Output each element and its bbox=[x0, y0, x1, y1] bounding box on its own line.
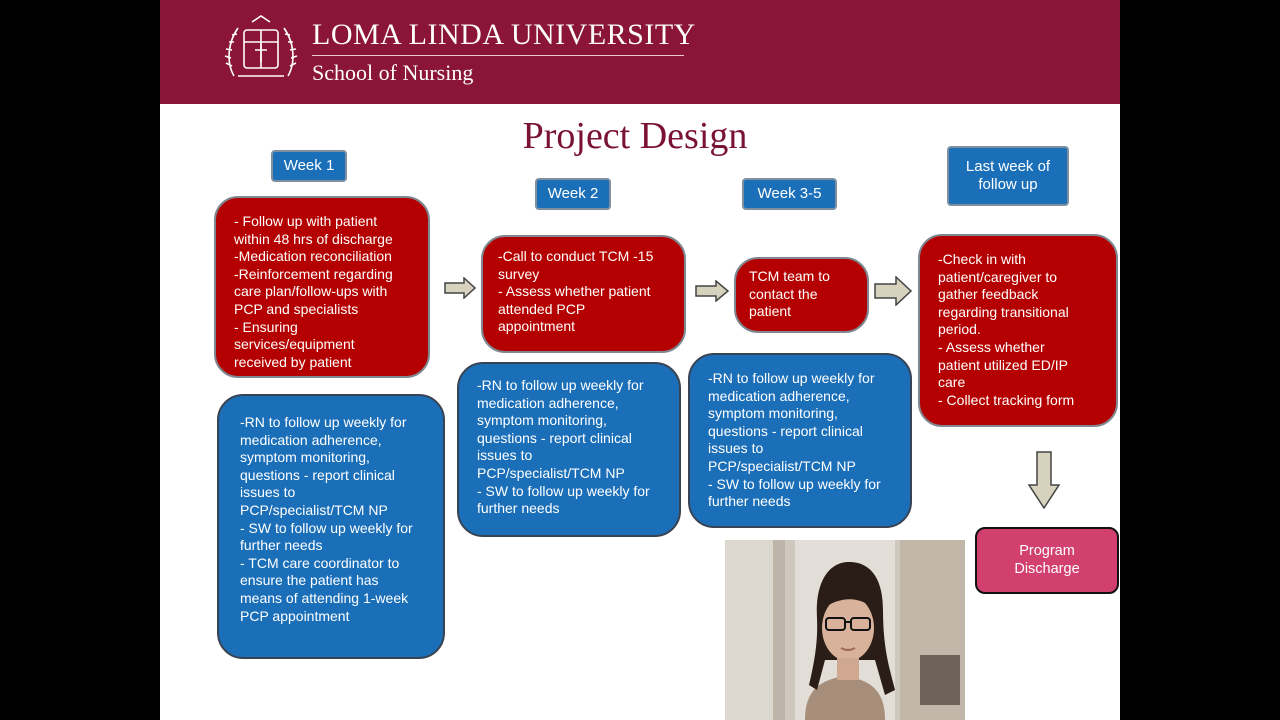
week-3-5-label: Week 3-5 bbox=[742, 178, 837, 210]
presenter-video bbox=[725, 540, 965, 720]
arrow-week1-to-week2-icon bbox=[444, 277, 476, 299]
program-discharge-box: Program Discharge bbox=[975, 527, 1119, 594]
school-name: School of Nursing bbox=[312, 60, 474, 85]
university-banner: LOMA LINDA UNIVERSITY School of Nursing bbox=[160, 0, 1120, 104]
university-seal-icon bbox=[224, 15, 298, 77]
week-1-label: Week 1 bbox=[271, 150, 347, 182]
week-2-actions-box: -Call to conduct TCM -15 survey - Assess… bbox=[481, 235, 686, 353]
week-2-label: Week 2 bbox=[535, 178, 611, 210]
header-divider bbox=[312, 55, 684, 56]
week-1-initial-actions-box: - Follow up with patient within 48 hrs o… bbox=[214, 196, 430, 378]
presenter-image bbox=[725, 540, 965, 720]
last-week-label: Last week of follow up bbox=[947, 146, 1069, 206]
university-name: LOMA LINDA UNIVERSITY bbox=[312, 18, 696, 51]
week-3-5-actions-box: TCM team to contact the patient bbox=[734, 257, 869, 333]
arrow-week2-to-week3-icon bbox=[695, 280, 729, 302]
week-2-ongoing-box: -RN to follow up weekly for medication a… bbox=[457, 362, 681, 537]
arrow-week3-to-last-icon bbox=[874, 276, 912, 306]
last-week-actions-box: -Check in with patient/caregiver to gath… bbox=[918, 234, 1118, 427]
slide: LOMA LINDA UNIVERSITY School of Nursing … bbox=[160, 0, 1120, 720]
arrow-last-to-discharge-icon bbox=[1028, 451, 1060, 509]
week-1-ongoing-box: -RN to follow up weekly for medication a… bbox=[217, 394, 445, 659]
slide-title: Project Design bbox=[522, 115, 748, 157]
week-3-5-ongoing-box: -RN to follow up weekly for medication a… bbox=[688, 353, 912, 528]
